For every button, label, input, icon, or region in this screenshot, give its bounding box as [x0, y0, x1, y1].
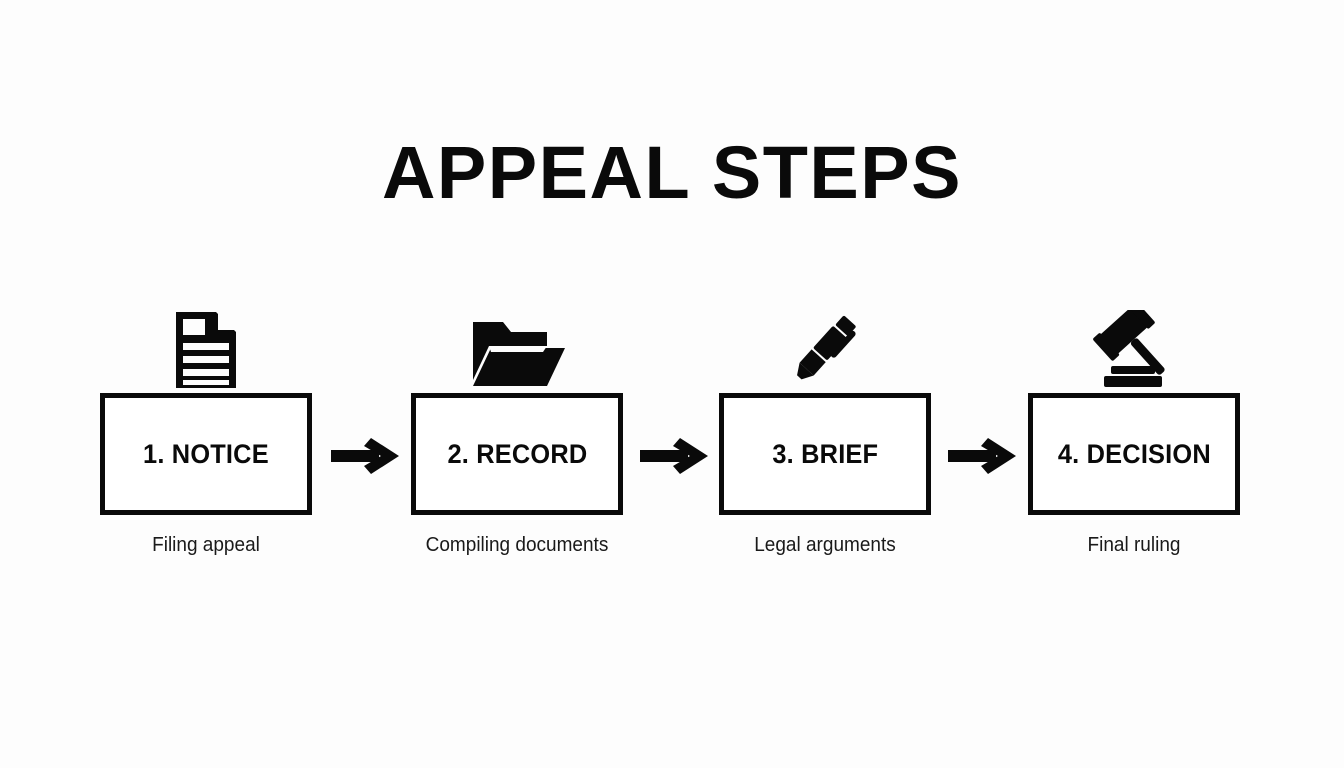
step-4-caption: Final ruling: [1087, 534, 1181, 556]
appeal-steps-flow: 1. NOTICE Filing appeal 2. RECORD Compil…: [0, 296, 1344, 586]
arrow-right-icon: [640, 436, 712, 476]
step-4-box[interactable]: 4. DECISION: [1028, 393, 1240, 515]
document-icon: [100, 296, 312, 388]
page-title: APPEAL STEPS: [381, 131, 962, 214]
step-2-box[interactable]: 2. RECORD: [411, 393, 623, 515]
step-3-label: 3. BRIEF: [772, 438, 878, 469]
folder-open-icon: [411, 296, 623, 388]
step-1-notice[interactable]: 1. NOTICE Filing appeal: [100, 296, 312, 586]
step-2-record[interactable]: 2. RECORD Compiling documents: [411, 296, 623, 586]
step-3-caption: Legal arguments: [754, 534, 896, 556]
step-3-box[interactable]: 3. BRIEF: [719, 393, 931, 515]
step-3-brief[interactable]: 3. BRIEF Legal arguments: [719, 296, 931, 586]
step-2-caption: Compiling documents: [425, 534, 609, 556]
step-1-caption: Filing appeal: [152, 534, 260, 556]
step-4-decision[interactable]: 4. DECISION Final ruling: [1028, 296, 1240, 586]
step-2-label: 2. RECORD: [447, 438, 587, 469]
step-1-label: 1. NOTICE: [143, 438, 269, 469]
pen-icon: [719, 296, 931, 388]
arrow-right-icon: [948, 436, 1020, 476]
gavel-icon: [1028, 296, 1240, 388]
step-1-box[interactable]: 1. NOTICE: [100, 393, 312, 515]
arrow-right-icon: [331, 436, 403, 476]
step-4-label: 4. DECISION: [1057, 438, 1211, 469]
